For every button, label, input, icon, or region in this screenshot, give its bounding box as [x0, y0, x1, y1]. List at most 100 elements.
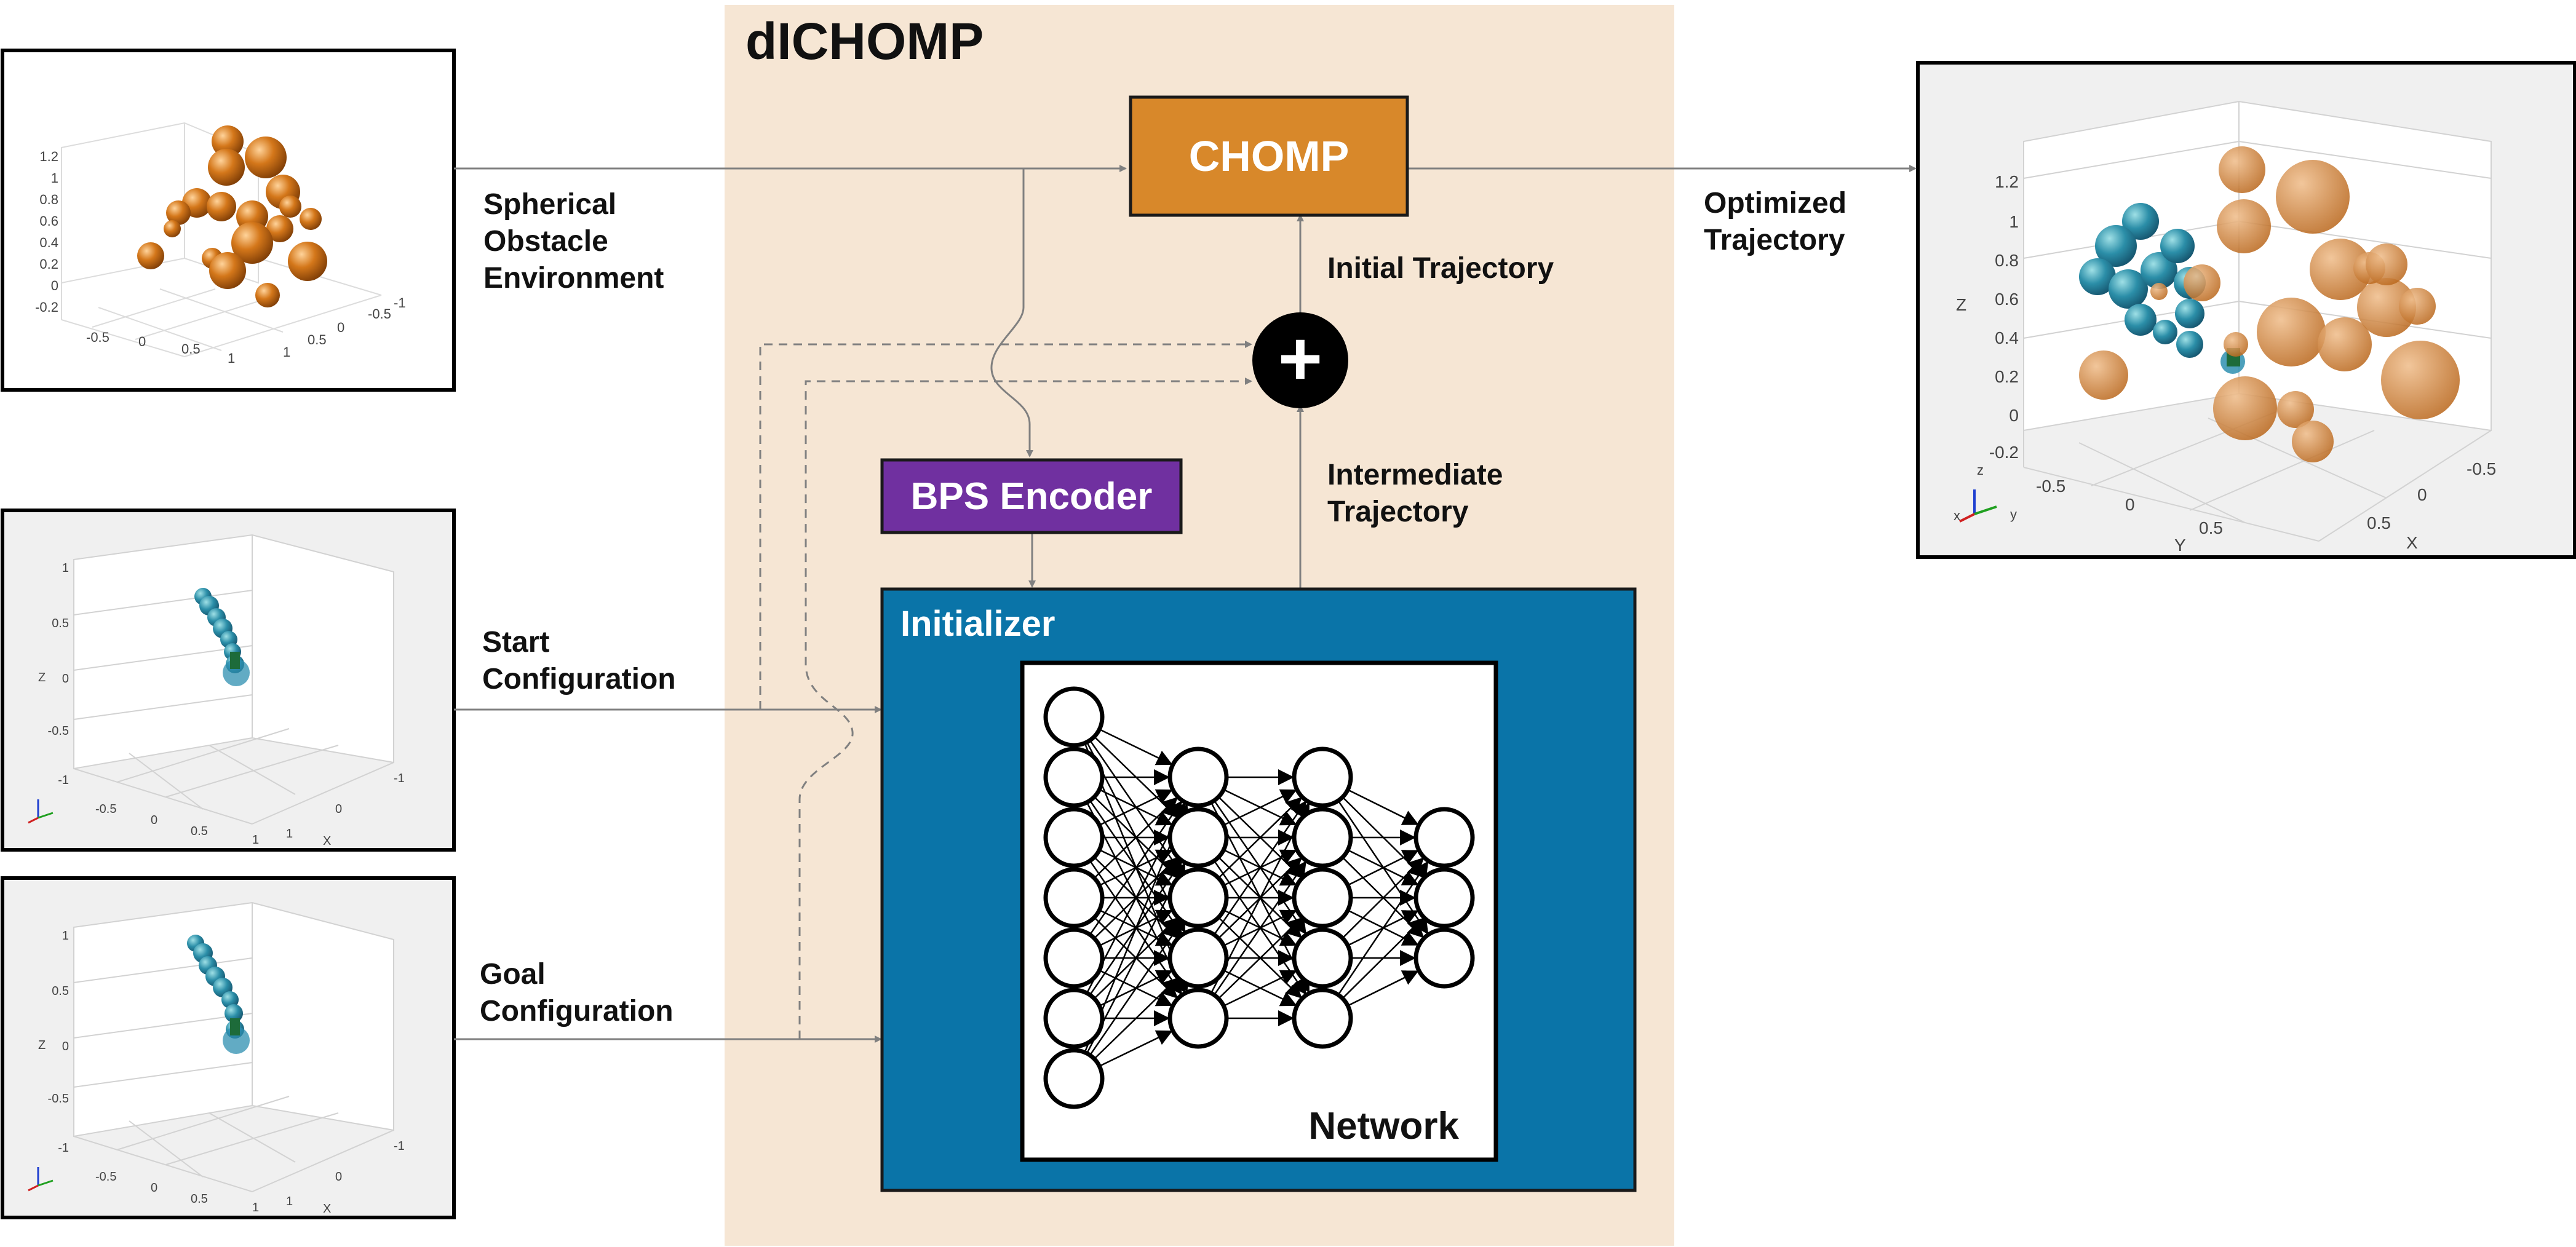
start-configuration-label: Start Configuration — [482, 626, 676, 695]
network-neuron-layer-1 — [1043, 746, 1105, 808]
svg-text:-0.5: -0.5 — [48, 1092, 69, 1106]
svg-text:1: 1 — [2009, 212, 2019, 231]
svg-text:0.5: 0.5 — [52, 617, 69, 630]
network-neuron-layer-3 — [1292, 927, 1353, 989]
network-neuron-layer-3 — [1292, 746, 1353, 808]
svg-text:0: 0 — [337, 320, 344, 335]
svg-text:0.8: 0.8 — [39, 192, 58, 207]
svg-text:-1: -1 — [394, 1139, 405, 1153]
network-edge — [1342, 917, 1425, 999]
network-edge — [1223, 789, 1297, 826]
network-neuron-layer-1 — [1043, 867, 1105, 928]
plus-symbol: + — [1278, 317, 1322, 402]
svg-text:Y: Y — [2174, 536, 2186, 555]
environment-plot: 1.2 1 0.8 0.6 0.4 0.2 0 -0.2 -0.5 0 0.5 … — [1, 49, 456, 392]
network-neuron-layer-2 — [1167, 988, 1229, 1049]
svg-text:1: 1 — [62, 929, 69, 943]
svg-text:0.5: 0.5 — [2199, 518, 2223, 537]
network-edge — [1099, 1030, 1173, 1067]
svg-text:1: 1 — [51, 170, 58, 186]
sum-node — [1252, 312, 1348, 408]
network-neuron-layer-1 — [1043, 686, 1105, 748]
network-neuron-layer-2 — [1167, 807, 1229, 868]
network-edge — [1223, 970, 1297, 1007]
network-edge — [1347, 850, 1419, 886]
svg-text:0: 0 — [151, 814, 157, 827]
network-neuron-layer-2 — [1167, 867, 1229, 928]
network-edge — [1089, 800, 1182, 935]
network-edge — [1218, 797, 1302, 879]
svg-text:X: X — [2406, 533, 2418, 552]
svg-text:0.4: 0.4 — [1995, 328, 2019, 347]
obstacle-spheres — [2079, 146, 2460, 462]
robot-arm — [187, 935, 250, 1054]
network-neuron-layer-2 — [1167, 746, 1229, 808]
svg-text:0.2: 0.2 — [39, 256, 58, 272]
svg-text:0: 0 — [335, 1170, 342, 1184]
svg-text:1.2: 1.2 — [39, 149, 58, 164]
network-neuron-layer-1 — [1043, 988, 1105, 1049]
env-to-bps-arrow — [990, 168, 1033, 457]
bps-encoder-block — [880, 458, 1183, 534]
svg-text:-0.5: -0.5 — [2467, 459, 2496, 478]
svg-text:0: 0 — [62, 1040, 69, 1053]
skip-connections — [759, 341, 1252, 1039]
svg-text:1: 1 — [286, 1195, 293, 1208]
svg-text:0: 0 — [62, 672, 69, 686]
svg-text:1: 1 — [252, 833, 259, 847]
svg-text:0: 0 — [2125, 495, 2135, 514]
chomp-block — [1129, 95, 1409, 217]
network-neuron-layer-3 — [1292, 807, 1353, 868]
svg-text:-0.5: -0.5 — [2036, 477, 2065, 496]
svg-text:0.6: 0.6 — [39, 213, 58, 229]
network-neuron-layer-1 — [1043, 1048, 1105, 1109]
network-neuron-layer-4 — [1413, 927, 1475, 989]
network-edge — [1094, 978, 1178, 1059]
network-edge — [1218, 917, 1302, 999]
initial-trajectory-label: Initial Trajectory — [1327, 252, 1554, 285]
svg-text:1: 1 — [286, 827, 293, 841]
svg-text:-0.5: -0.5 — [95, 802, 116, 816]
network-neuron-layer-4 — [1413, 867, 1475, 928]
svg-text:0: 0 — [151, 1181, 157, 1195]
svg-text:X: X — [323, 1202, 331, 1216]
network-edge — [1099, 728, 1173, 766]
svg-text:-0.5: -0.5 — [95, 1170, 116, 1184]
svg-text:0: 0 — [2009, 406, 2019, 425]
svg-text:0: 0 — [2417, 485, 2427, 504]
svg-text:-0.2: -0.2 — [1989, 443, 2019, 462]
svg-text:0.5: 0.5 — [52, 984, 69, 998]
svg-text:-0.2: -0.2 — [35, 299, 58, 315]
goal-configuration-label: Goal Configuration — [480, 958, 674, 1027]
neural-network — [1043, 686, 1475, 1109]
network-edge — [1094, 797, 1178, 879]
svg-text:0: 0 — [335, 802, 342, 816]
axis-triad — [28, 1167, 54, 1192]
svg-text:-1: -1 — [394, 772, 405, 785]
network-neuron-layer-1 — [1043, 807, 1105, 868]
network-edge — [1214, 860, 1306, 996]
network-neuron-layer-3 — [1292, 867, 1353, 928]
network-edge — [1347, 789, 1419, 825]
initializer-label: Initializer — [900, 604, 1055, 644]
svg-text:Z: Z — [38, 1039, 46, 1052]
network-label: Network — [1308, 1105, 1459, 1147]
optimized-trajectory-plot: 1.2 1 0.8 0.6 0.4 0.2 0 -0.2 Z -0.5 0 0.… — [1916, 61, 2576, 559]
network-edge — [1347, 970, 1419, 1007]
svg-text:-0.5: -0.5 — [86, 330, 109, 345]
svg-text:0.5: 0.5 — [181, 341, 201, 357]
bps-encoder-label: BPS Encoder — [911, 475, 1153, 518]
svg-text:Z: Z — [1956, 295, 1966, 314]
svg-text:z: z — [1977, 462, 1984, 478]
svg-text:0.2: 0.2 — [1995, 367, 2019, 386]
network-edge — [1099, 789, 1173, 826]
network-edge — [1214, 800, 1306, 935]
chomp-label: CHOMP — [1189, 132, 1350, 180]
network-neuron-layer-3 — [1292, 988, 1353, 1049]
svg-text:-1: -1 — [58, 1141, 69, 1155]
dichomp-title: dICHOMP — [745, 12, 984, 70]
svg-text:0.4: 0.4 — [39, 235, 58, 250]
svg-text:0.6: 0.6 — [1995, 290, 2019, 309]
svg-text:0.5: 0.5 — [308, 332, 327, 347]
